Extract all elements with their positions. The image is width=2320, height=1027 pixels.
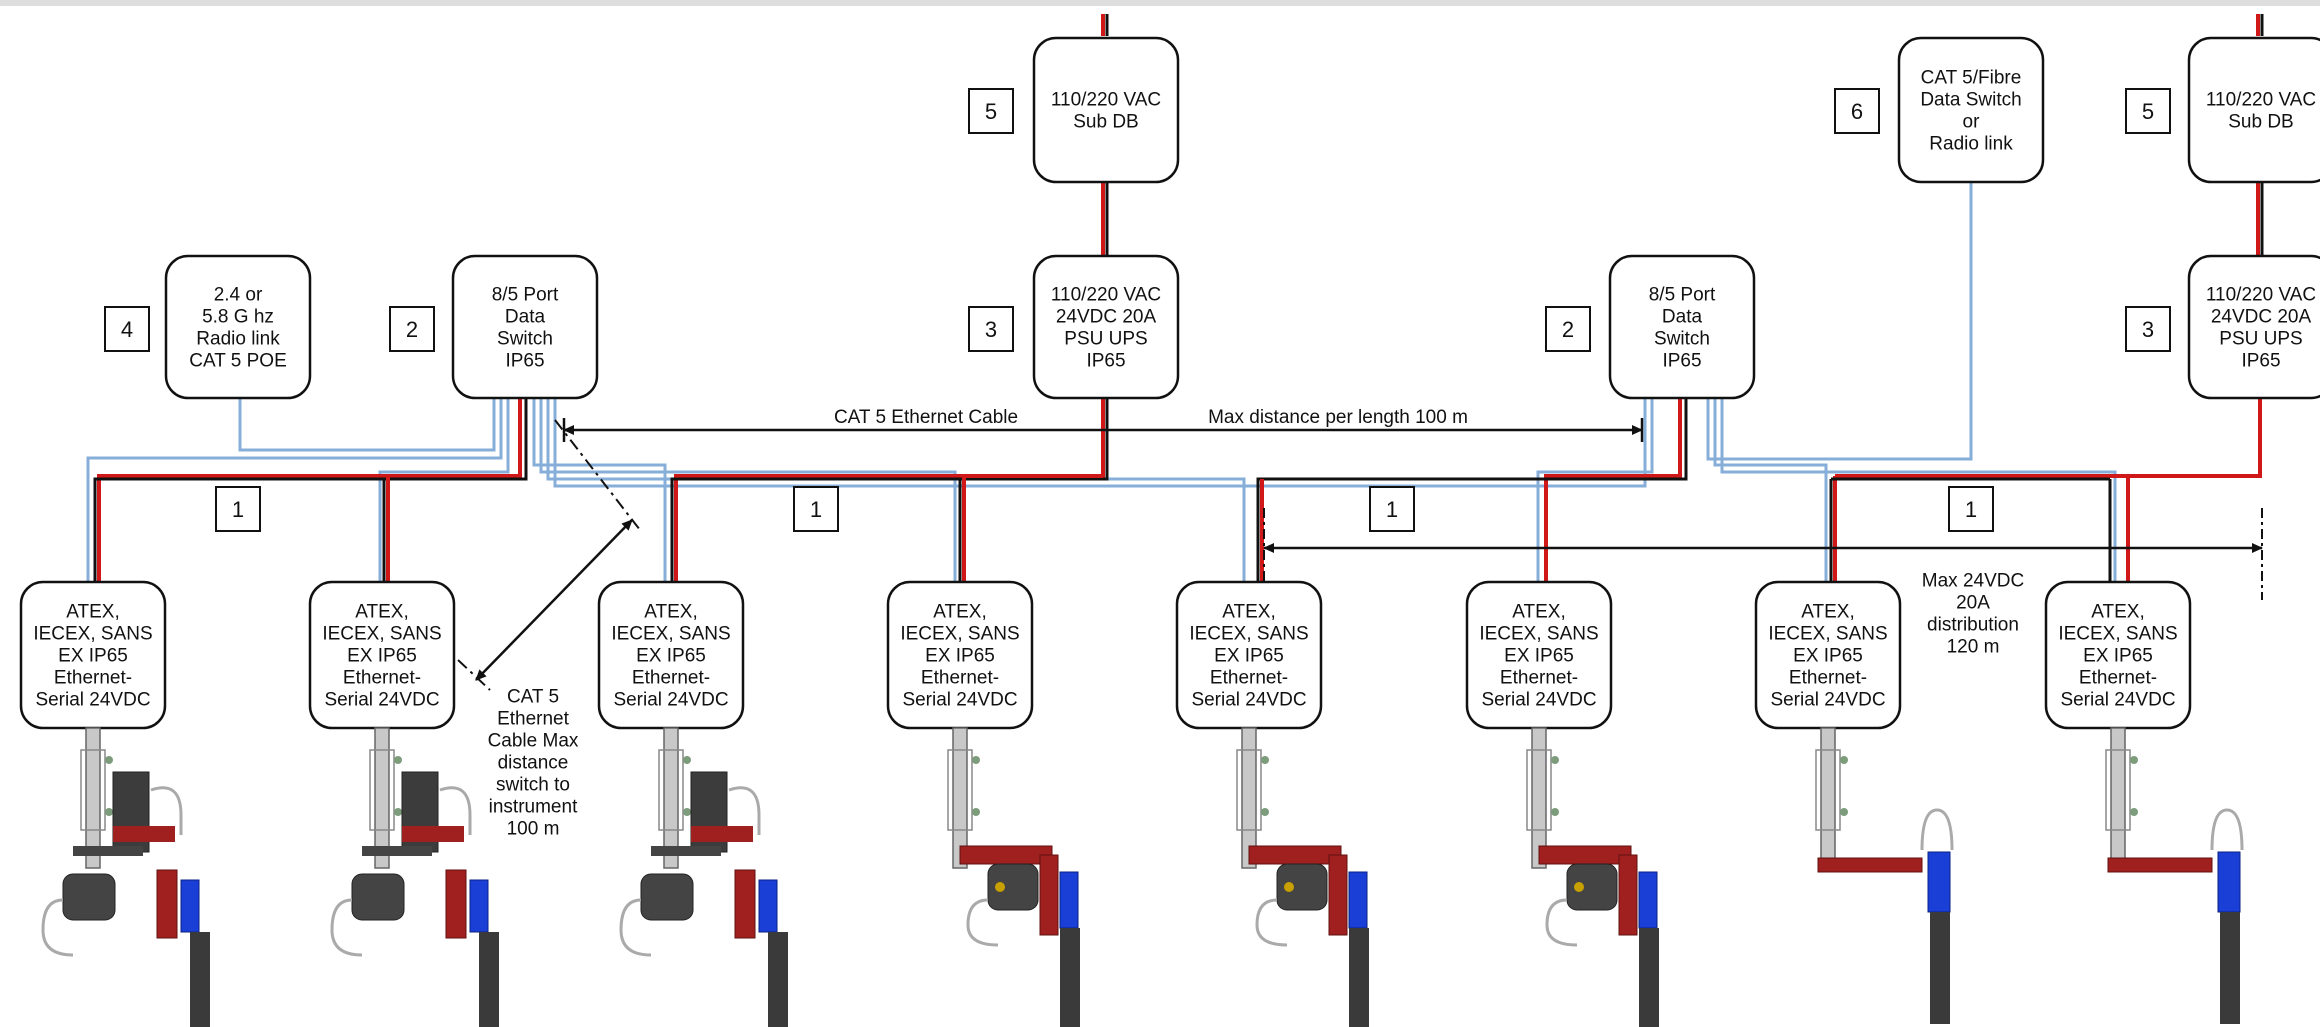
number-text: 6 — [1851, 99, 1863, 124]
number-labels: 5 5 3 3 2 2 4 6 1 1 1 1 — [104, 88, 2171, 532]
cat5-cable-dimension: CAT 5 Ethernet Cable Max distance per le… — [562, 407, 1644, 442]
number-text: 3 — [985, 317, 997, 342]
number-psu-1: 3 — [968, 306, 1014, 352]
number-text: 3 — [2142, 317, 2154, 342]
top-edge-bar — [0, 0, 2320, 6]
max-distance-label: Max distance per length 100 m — [1208, 407, 1468, 428]
number-text: 1 — [810, 497, 822, 522]
number-switch-2: 2 — [1545, 306, 1591, 352]
power-bus-4 — [1829, 398, 2262, 582]
number-text: 1 — [1386, 497, 1398, 522]
number-bus-3: 1 — [1369, 486, 1415, 532]
number-text: 2 — [1562, 317, 1574, 342]
number-sub-db-2: 5 — [2125, 88, 2171, 134]
number-bus-2: 1 — [793, 486, 839, 532]
number-text: 1 — [232, 497, 244, 522]
number-radio: 4 — [104, 306, 150, 352]
power-feed-left — [1101, 14, 1109, 256]
cat5-cable-label: CAT 5 Ethernet Cable — [834, 407, 1018, 428]
power-feed-right — [2256, 14, 2264, 256]
number-text: 4 — [121, 317, 133, 342]
number-psu-2: 3 — [2125, 306, 2171, 352]
number-switch-1: 2 — [389, 306, 435, 352]
number-bus-4: 1 — [1948, 486, 1994, 532]
number-text: 1 — [1965, 497, 1977, 522]
number-text: 2 — [406, 317, 418, 342]
power-bus-3 — [1256, 398, 1688, 582]
number-text: 5 — [2142, 99, 2154, 124]
power-bus-2 — [670, 398, 1109, 582]
number-sub-db-1: 5 — [968, 88, 1014, 134]
power-bus-1 — [93, 398, 528, 582]
number-text: 5 — [985, 99, 997, 124]
number-bus-1: 1 — [215, 486, 261, 532]
number-fibre: 6 — [1834, 88, 1880, 134]
